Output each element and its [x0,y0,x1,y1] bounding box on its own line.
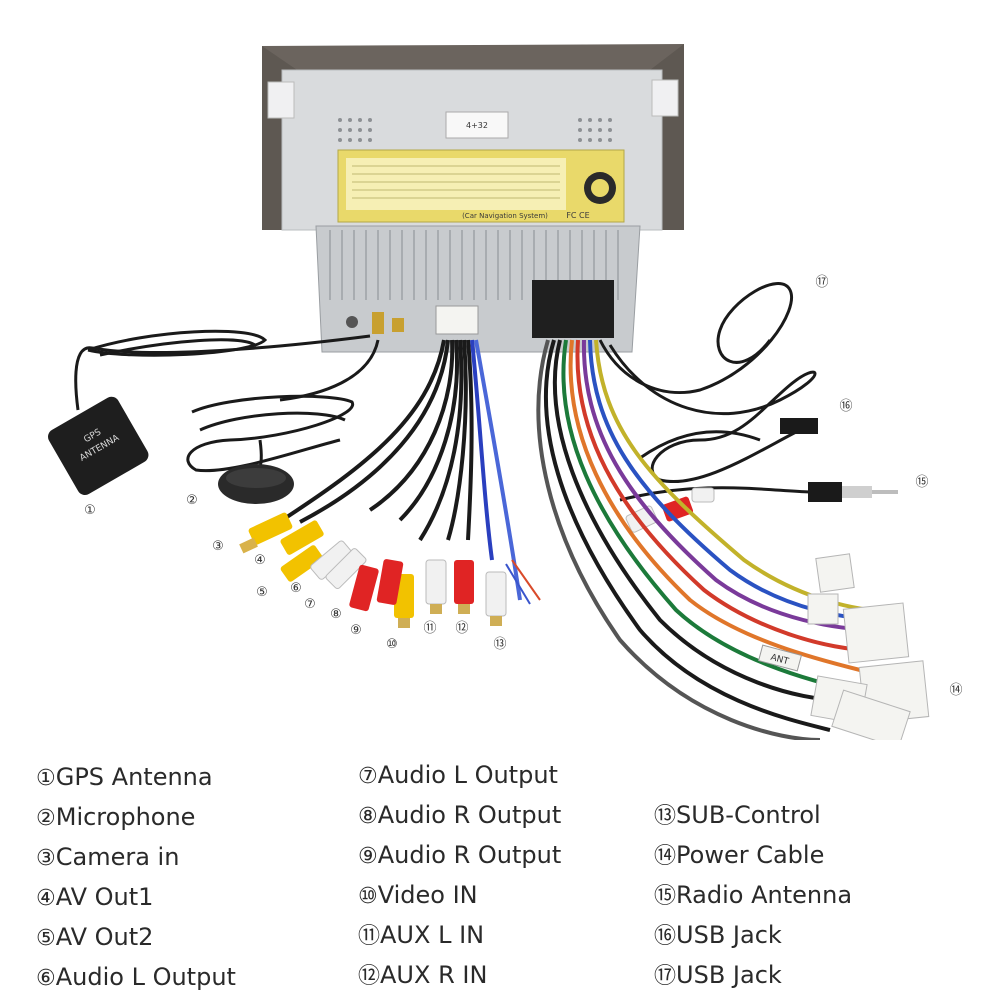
wiring-illustration: 4+32 (Car Navigation System) FC CE [48,44,930,749]
serial-sticker-text: 4+32 [466,121,488,130]
legend-label: AUX R IN [380,961,488,989]
legend: ①GPS Antenna ②Microphone ③Camera in ④AV … [0,750,1000,1000]
callout-7: ⑦ [304,597,316,612]
harness-tag-ant: ANT [769,653,790,668]
legend-item-camera-in: ③Camera in [36,842,179,874]
legend-number: ⑨ [358,844,378,869]
legend-label: Audio L Output [377,761,558,789]
legend-label: Camera in [55,843,180,871]
legend-item-power-cable: ⑭Power Cable [654,840,824,872]
legend-label: USB Jack [676,921,782,949]
legend-label: Audio R Output [377,841,562,869]
legend-number: ⑰ [654,964,677,989]
callout-4: ④ [254,553,266,568]
legend-number: ⑦ [358,764,378,789]
legend-item-sub-control: ⑬SUB-Control [654,800,821,832]
legend-label: Audio L Output [55,963,236,991]
callout-13: ⑬ [493,637,507,652]
head-unit: 4+32 (Car Navigation System) FC CE [262,44,684,353]
callout-14: ⑭ [949,683,963,698]
legend-label: Radio Antenna [676,881,853,909]
legend-item-microphone: ②Microphone [36,802,195,834]
legend-item-aux-l-in: ⑪AUX L IN [358,920,484,952]
device-label-text: (Car Navigation System) [462,212,548,220]
legend-label: GPS Antenna [55,763,213,791]
callout-17: ⑰ [815,275,829,290]
fcc-mark: FC CE [566,211,589,220]
legend-number: ⑩ [358,884,378,909]
callout-1: ① [84,503,96,518]
legend-item-gps-antenna: ①GPS Antenna [36,762,213,794]
legend-label: SUB-Control [676,801,821,829]
legend-number: ⑬ [654,804,677,829]
legend-item-av-out1: ④AV Out1 [36,882,153,914]
legend-number: ⑭ [654,844,677,869]
usb-cables [598,282,818,483]
legend-number: ③ [36,846,56,871]
callout-10: ⑩ [386,637,398,652]
legend-label: USB Jack [676,961,782,989]
callout-9: ⑨ [350,623,362,638]
callout-12: ⑫ [455,621,469,636]
legend-item-usb-jack-17: ⑰USB Jack [654,960,782,992]
microphone [186,339,380,504]
legend-number: ④ [36,886,56,911]
callout-2: ② [186,493,198,508]
callout-5: ⑤ [256,585,268,600]
legend-label: AV Out1 [55,883,154,911]
legend-label: AUX L IN [380,921,485,949]
callout-8: ⑧ [330,607,342,622]
legend-number: ⑤ [36,926,56,951]
callout-6: ⑥ [290,581,302,596]
legend-label: AV Out2 [55,923,154,951]
gps-antenna: GPS ANTENNA [48,329,371,495]
legend-item-av-out2: ⑤AV Out2 [36,922,153,954]
legend-number: ① [36,766,56,791]
legend-item-video-in: ⑩Video IN [358,880,478,912]
legend-item-audio-l-output-7: ⑦Audio L Output [358,760,558,792]
legend-number: ⑧ [358,804,378,829]
callout-15: ⑮ [915,475,929,490]
legend-label: Power Cable [676,841,825,869]
legend-label: Audio R Output [377,801,562,829]
callout-3: ③ [212,539,224,554]
legend-number: ⑪ [358,924,381,949]
power-harness: ANT [536,339,930,749]
legend-number: ⑯ [654,924,677,949]
legend-item-usb-jack-16: ⑯USB Jack [654,920,782,952]
legend-item-radio-antenna: ⑮Radio Antenna [654,880,852,912]
legend-label: Microphone [55,803,196,831]
legend-number: ⑥ [36,966,56,991]
legend-item-audio-r-output-8: ⑧Audio R Output [358,800,561,832]
legend-label: Video IN [377,881,478,909]
callout-11: ⑪ [423,621,437,636]
rca-cable-bundle [239,339,541,628]
callout-16: ⑯ [839,399,853,414]
legend-item-audio-l-output-6: ⑥Audio L Output [36,962,236,994]
legend-item-aux-r-in: ⑫AUX R IN [358,960,487,992]
legend-number: ⑮ [654,884,677,909]
wiring-diagram: 4+32 (Car Navigation System) FC CE [48,44,963,749]
legend-number: ② [36,806,56,831]
legend-item-audio-r-output-9: ⑨Audio R Output [358,840,561,872]
legend-number: ⑫ [358,964,381,989]
